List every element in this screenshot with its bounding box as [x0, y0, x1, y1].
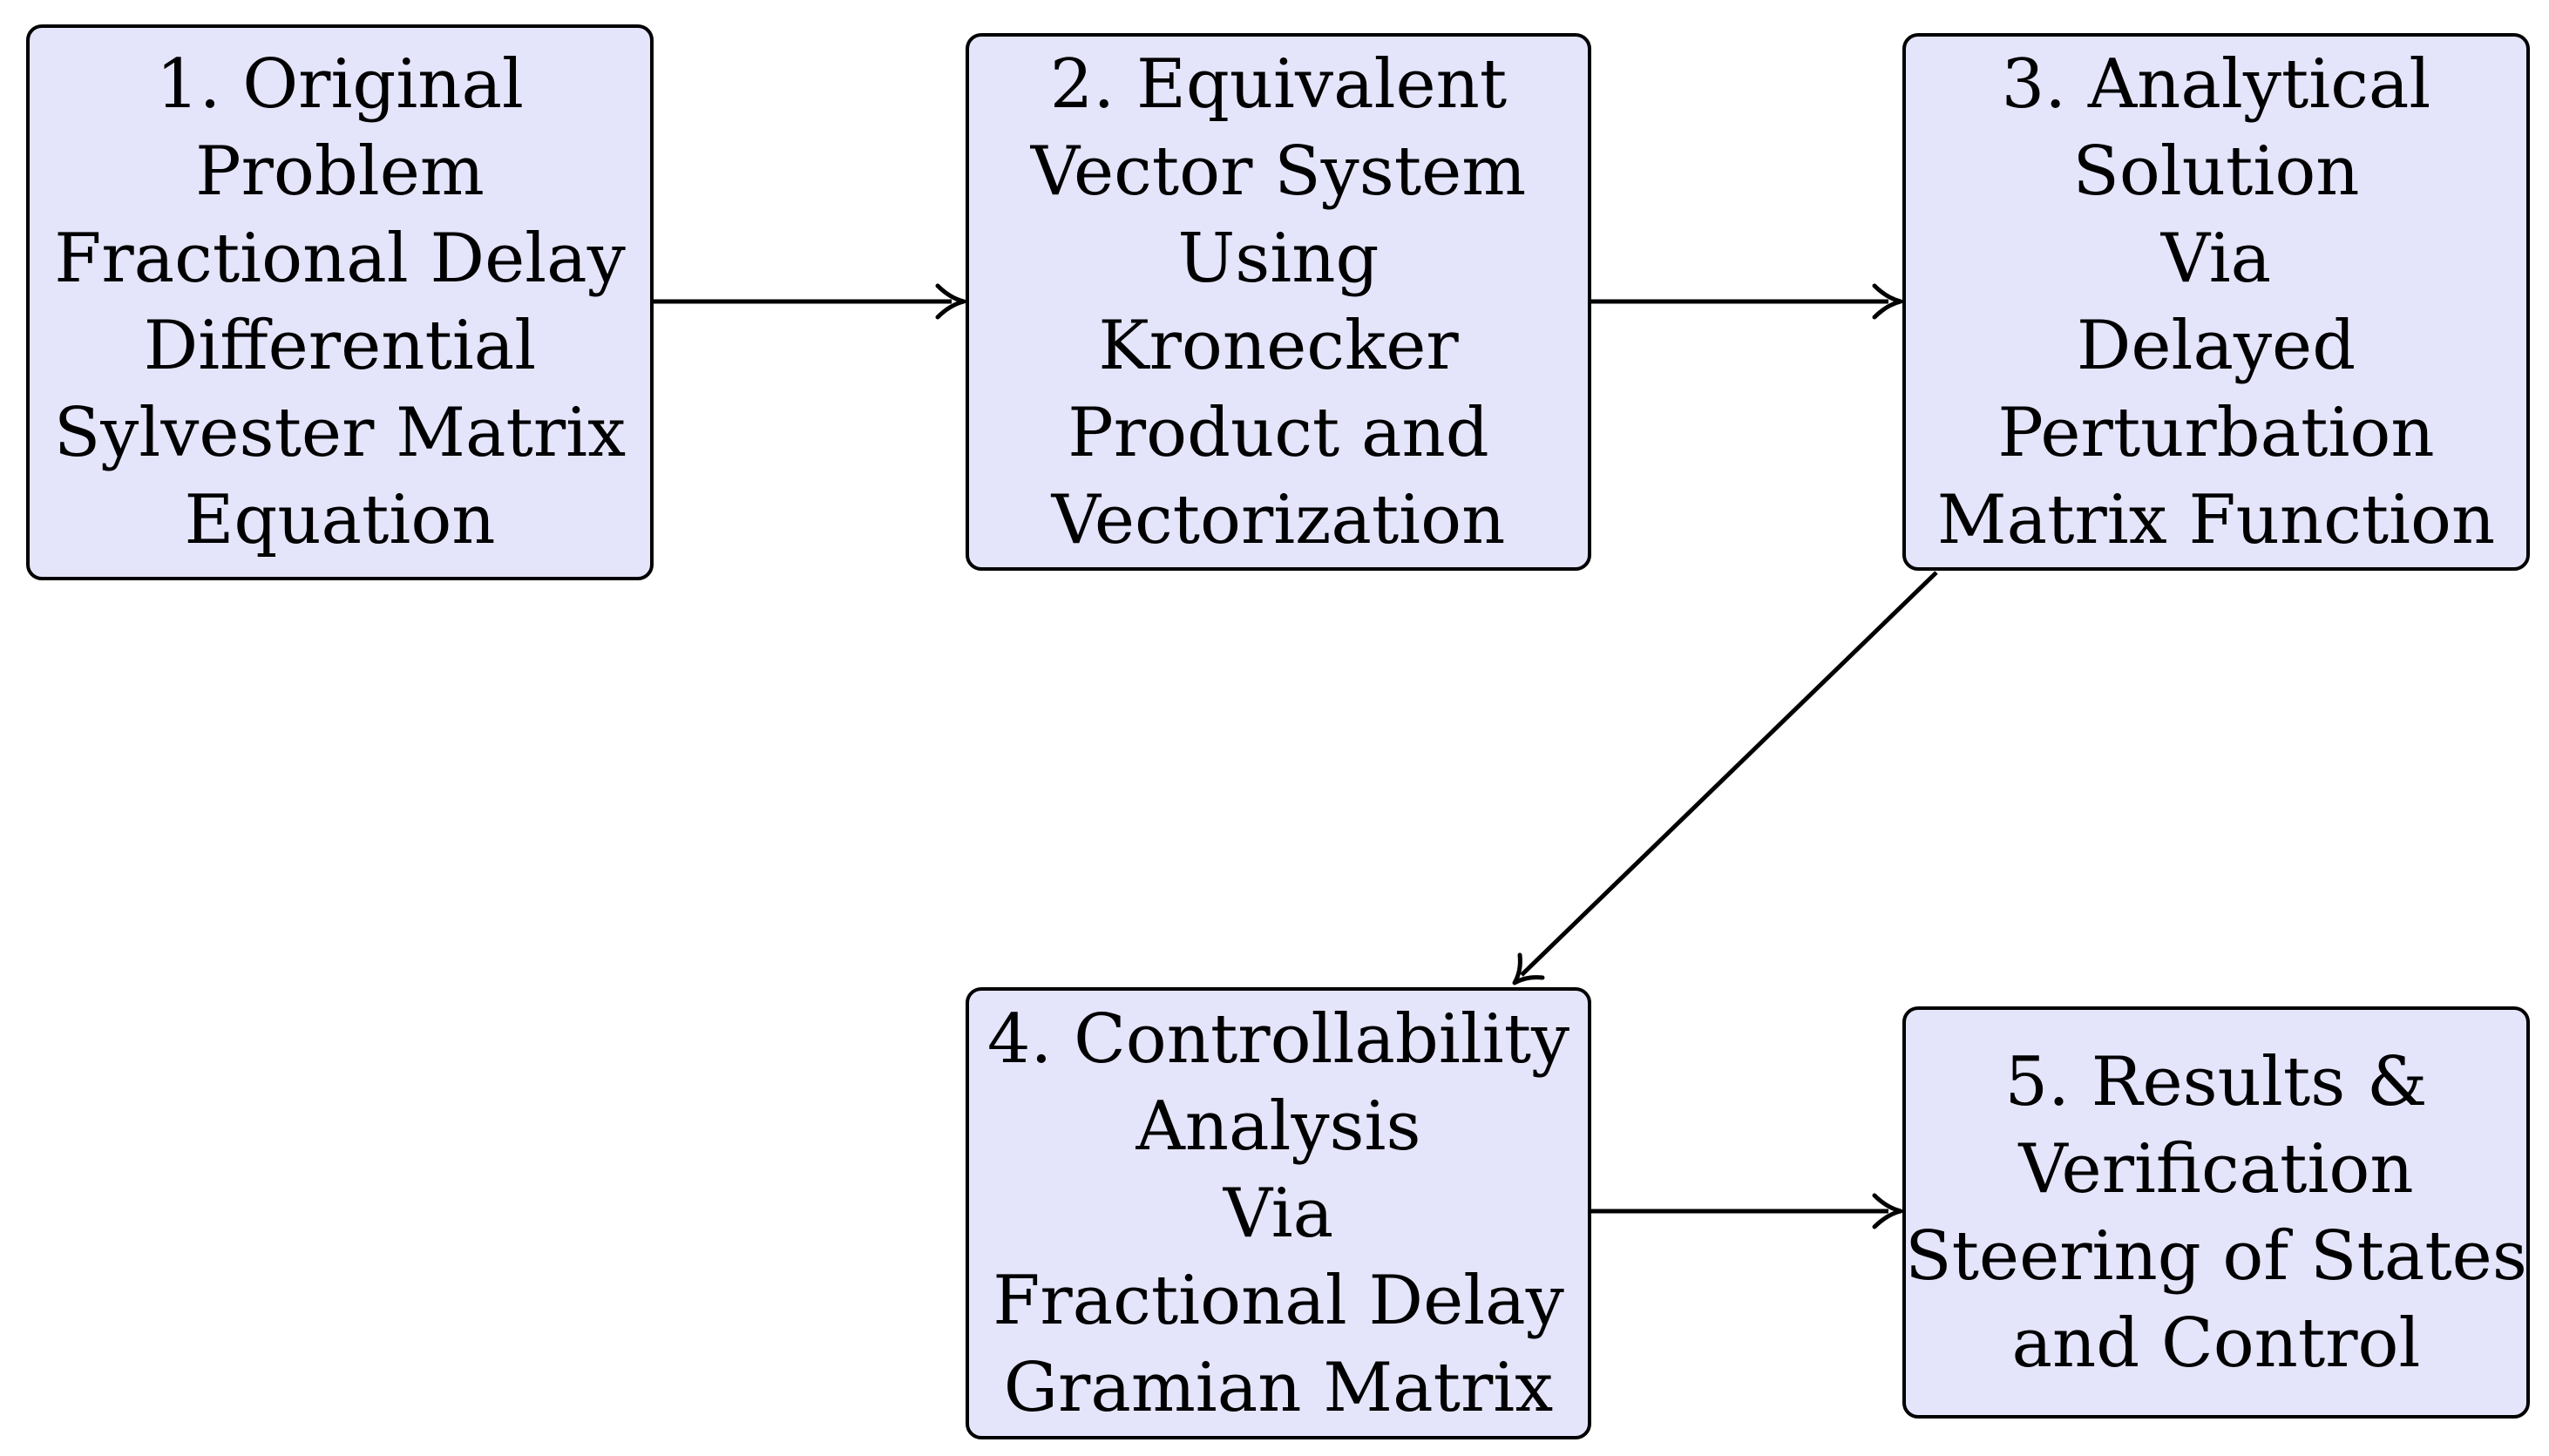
- step-1-line: Fractional Delay: [54, 220, 626, 298]
- step-5-results-box: 5. Results & Verification Steering of St…: [1902, 1006, 2530, 1419]
- step-1-line: 1. Original: [156, 45, 524, 124]
- step-2-line: Vector System: [1030, 132, 1527, 211]
- step-4-line: Gramian Matrix: [1003, 1348, 1554, 1427]
- step-3-line: Matrix Function: [1936, 480, 2496, 559]
- step-3-line: Perturbation: [1997, 393, 2435, 472]
- step-5-line: 5. Results &: [2004, 1042, 2428, 1121]
- step-3-line: Via: [2160, 219, 2272, 298]
- step-1-line: Equation: [184, 481, 496, 559]
- step-2-line: Using: [1177, 219, 1380, 298]
- step-3-line: Delayed: [2076, 306, 2356, 385]
- step-4-line: 4. Controllability: [986, 999, 1570, 1079]
- step-2-line: Product and: [1068, 393, 1489, 472]
- arrow-1-to-2: [654, 283, 966, 320]
- step-5-line: and Control: [2011, 1304, 2421, 1383]
- step-1-line: Problem: [195, 132, 485, 211]
- arrow-4-to-5: [1591, 1193, 1903, 1229]
- arrow-3-to-4: [1512, 571, 1938, 985]
- step-1-original-problem-box: 1. Original Problem Fractional Delay Dif…: [26, 24, 654, 580]
- step-4-line: Via: [1223, 1174, 1334, 1253]
- step-2-line: 2. Equivalent: [1049, 44, 1508, 124]
- step-3-line: Solution: [2072, 132, 2360, 211]
- step-4-line: Analysis: [1136, 1087, 1421, 1166]
- step-5-line: Steering of States: [1905, 1216, 2527, 1296]
- step-2-line: Vectorization: [1051, 480, 1506, 559]
- step-4-line: Fractional Delay: [993, 1261, 1564, 1340]
- arrow-2-to-3: [1591, 283, 1903, 320]
- step-4-controllability-box: 4. Controllability Analysis Via Fraction…: [966, 987, 1591, 1439]
- step-5-line: Verification: [2018, 1129, 2414, 1209]
- step-3-analytical-solution-box: 3. Analytical Solution Via Delayed Pertu…: [1902, 33, 2530, 571]
- step-3-line: 3. Analytical: [2001, 44, 2431, 124]
- step-1-line: Sylvester Matrix: [53, 394, 627, 472]
- step-2-line: Kronecker: [1098, 306, 1459, 385]
- step-2-vector-system-box: 2. Equivalent Vector System Using Kronec…: [966, 33, 1591, 571]
- step-1-line: Differential: [143, 307, 537, 385]
